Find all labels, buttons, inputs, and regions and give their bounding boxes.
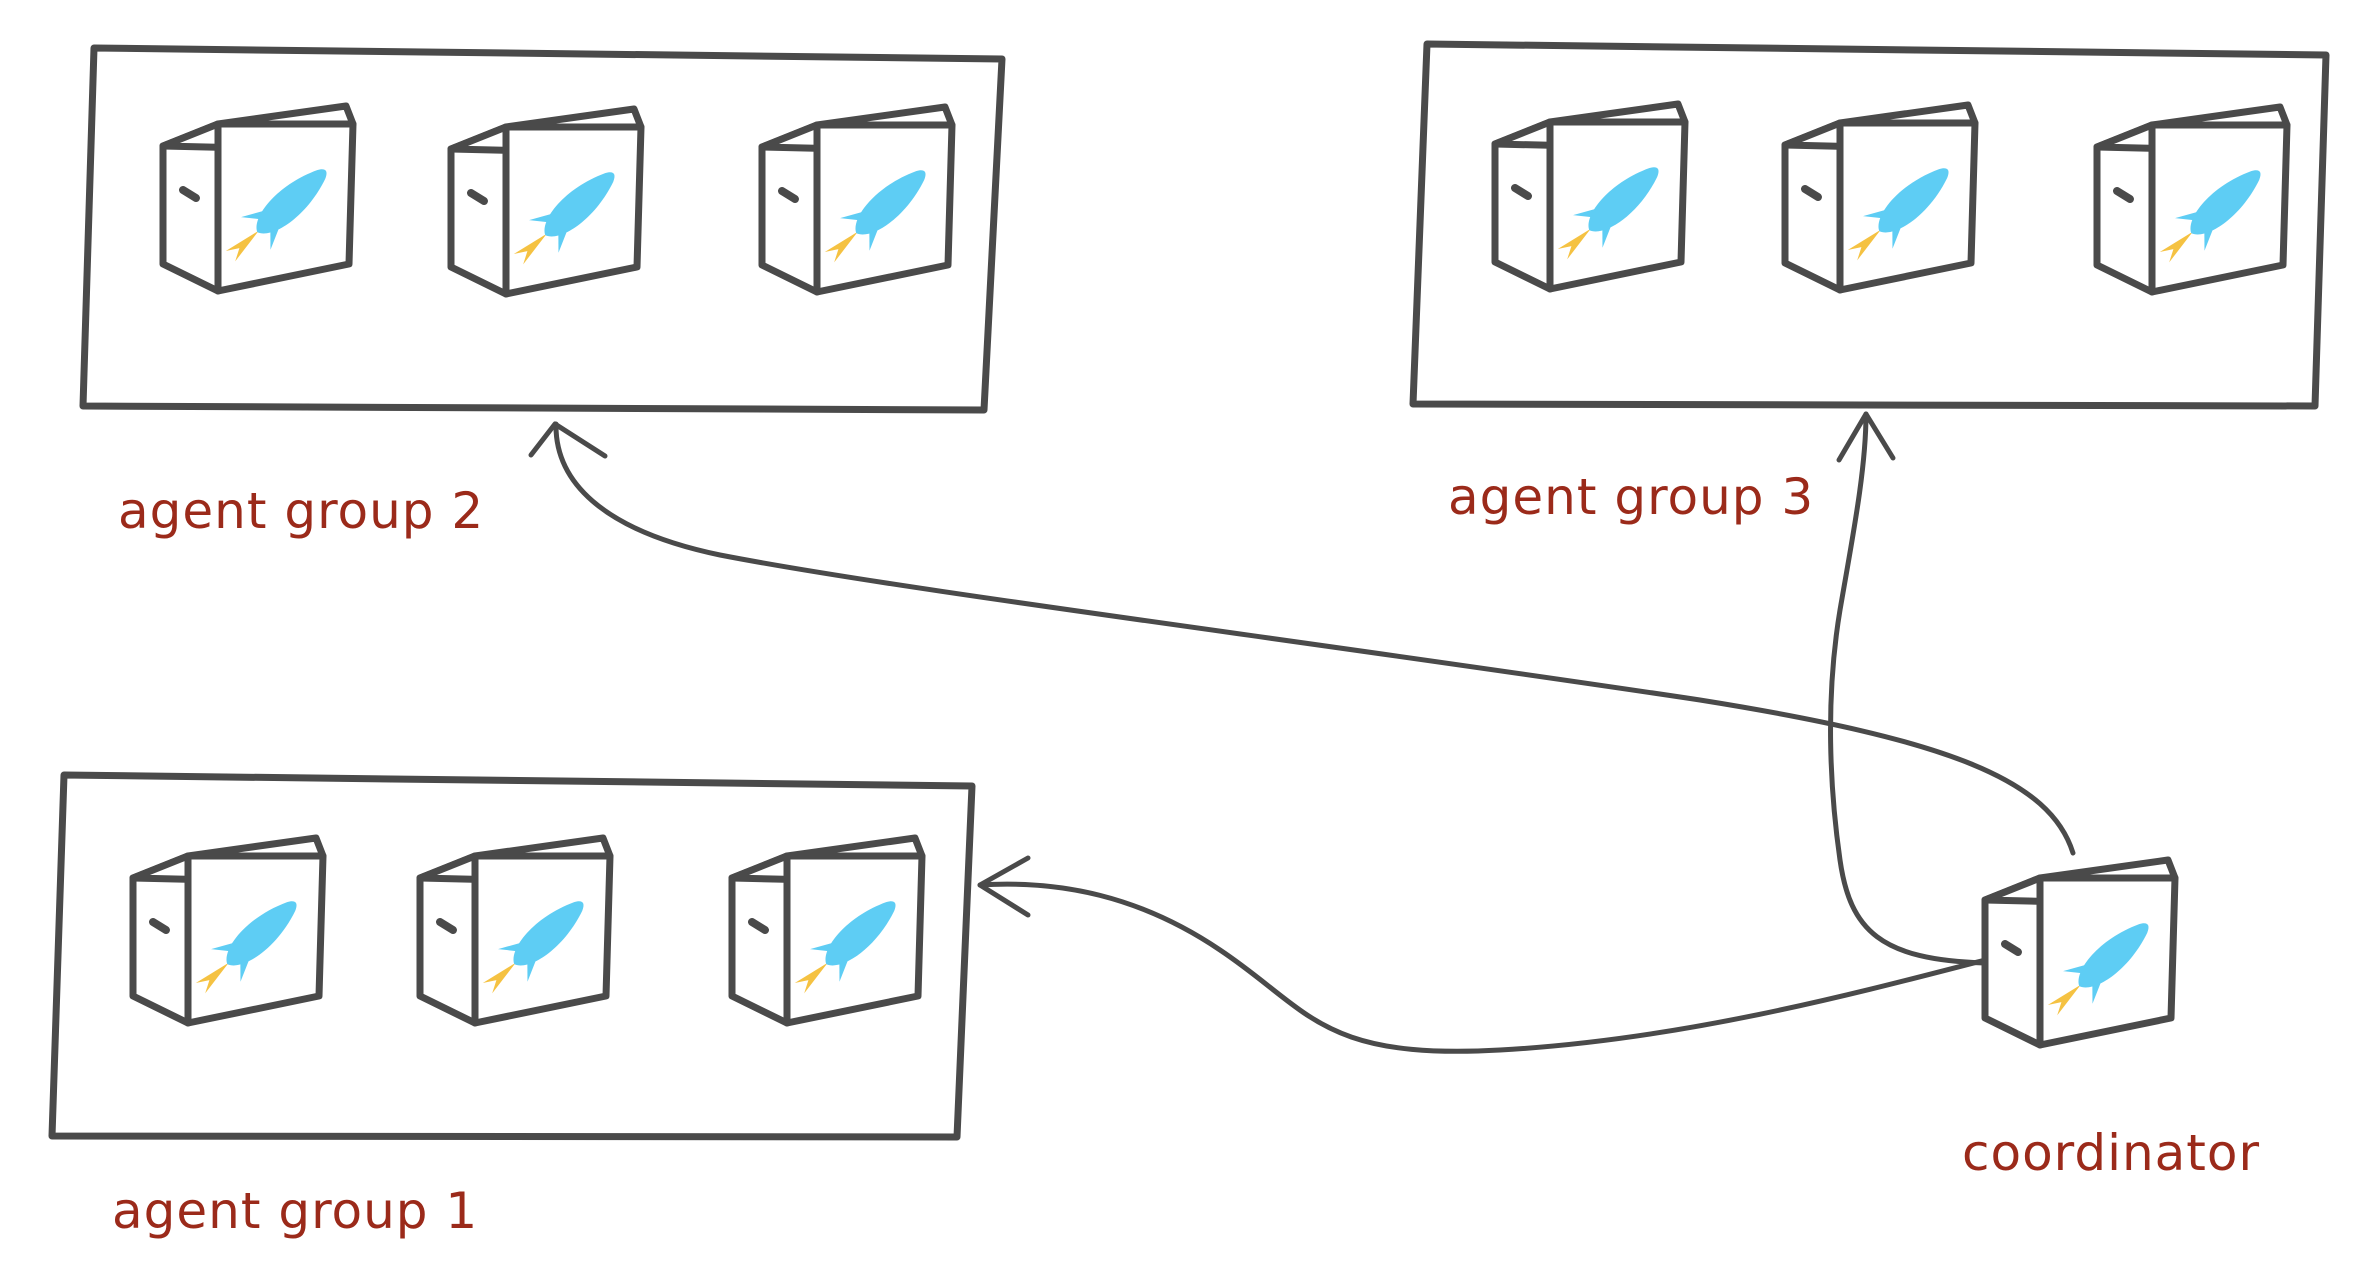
group-2-node-3-icon <box>762 107 952 292</box>
coordinator-label: coordinator <box>1962 1124 2261 1182</box>
group-1-node-3-icon <box>732 838 922 1023</box>
group-2-node-1-icon <box>163 106 353 291</box>
group-1-node-2-icon <box>420 838 610 1023</box>
agent-group-2-frame <box>79 44 1006 414</box>
agent-group-3-label: agent group 3 <box>1448 468 1815 526</box>
arrowhead-group-1-icon <box>977 855 1031 918</box>
coordinator-node-icon <box>1985 860 2175 1045</box>
group-3-node-1-icon <box>1495 104 1685 289</box>
arrowhead-group-2-icon <box>528 421 608 459</box>
connector-coordinator-to-group-2 <box>553 421 2076 856</box>
connector-coordinator-to-group-3 <box>1828 411 1988 966</box>
group-1-node-1-icon <box>133 838 323 1023</box>
group-3-node-3-icon <box>2097 107 2287 292</box>
arrowhead-group-3-icon <box>1836 411 1896 463</box>
group-3-node-2-icon <box>1785 105 1975 290</box>
agent-group-2-label: agent group 2 <box>118 482 485 540</box>
agent-group-3-frame <box>1409 40 2330 410</box>
agent-group-1-label: agent group 1 <box>112 1182 479 1240</box>
group-2-node-2-icon <box>451 109 641 294</box>
connector-coordinator-to-group-1 <box>977 881 1988 1054</box>
agent-group-1-frame <box>48 771 976 1141</box>
